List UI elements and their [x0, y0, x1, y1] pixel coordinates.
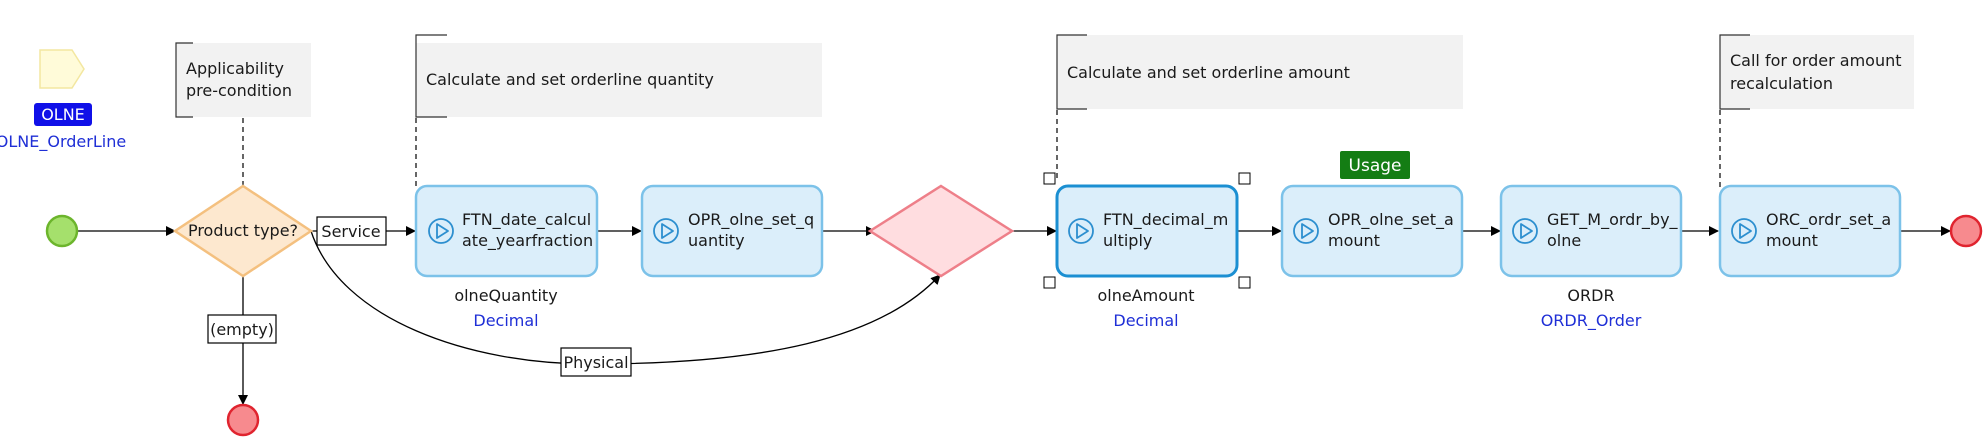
annotation-amount[interactable]: Calculate and set orderline amount	[1056, 34, 1463, 110]
activity-output-name: olneAmount	[1097, 286, 1194, 305]
parameter-badge	[34, 103, 92, 126]
annotation-quantity-line-1: Calculate and set orderline quantity	[426, 70, 714, 89]
play-icon	[1293, 218, 1319, 244]
parameter-olne[interactable]: OLNE OLNE_OrderLine	[0, 49, 126, 152]
annotation-precondition[interactable]: Applicability pre-condition	[175, 42, 311, 118]
activity-label-line-1: OPR_olne_set_a	[1328, 210, 1454, 230]
activity-output-name: olneQuantity	[454, 286, 557, 305]
activity-label-line-1: OPR_olne_set_q	[688, 210, 814, 230]
annotation-precondition-line-2: pre-condition	[186, 81, 292, 100]
parameter-badge-label: OLNE	[41, 105, 85, 124]
activity-label-line-2: mount	[1766, 231, 1818, 250]
flow-label-physical[interactable]: Physical	[560, 347, 632, 377]
usage-badge: Usage	[1340, 151, 1410, 179]
parameter-type-name: OLNE_OrderLine	[0, 132, 126, 152]
activity-label-line-1: FTN_date_calcul	[462, 210, 591, 230]
activity-label-line-1: FTN_decimal_m	[1103, 210, 1228, 230]
svg-text:OPR_olne_set_amount: OPR_olne_set_amount	[1328, 210, 1454, 250]
play-icon	[1512, 218, 1538, 244]
flow-label-empty-text: (empty)	[210, 320, 274, 339]
annotation-precondition-line-1: Applicability	[186, 59, 284, 78]
activity-output-type: Decimal	[473, 311, 538, 330]
activity-label-line-2: olne	[1547, 231, 1581, 250]
flow-label-service-text: Service	[321, 222, 380, 241]
play-icon	[428, 218, 454, 244]
usage-badge-label: Usage	[1349, 156, 1402, 176]
activity-output-type: Decimal	[1113, 311, 1178, 330]
activity-label-line-1: GET_M_ordr_by_	[1547, 210, 1679, 230]
activity-label-line-2: uantity	[688, 231, 745, 250]
activity-get-m-ordr-by-olne[interactable]: GET_M_ordr_by_olne ORDR ORDR_Order	[1499, 184, 1683, 331]
flow-label-physical-text: Physical	[563, 353, 628, 372]
play-icon	[1731, 218, 1757, 244]
activity-output-name: ORDR	[1567, 286, 1614, 305]
activity-label-line-2: ate_yearfraction	[462, 231, 593, 251]
end-event-main[interactable]	[1949, 214, 1983, 248]
svg-text:ORC_ordr_set_amount: ORC_ordr_set_amount	[1766, 210, 1891, 250]
activity-label-line-2: ultiply	[1103, 231, 1152, 250]
merge-gateway[interactable]	[867, 184, 1015, 278]
decision-label: Product type?	[188, 221, 298, 240]
activity-output-type: ORDR_Order	[1541, 311, 1642, 331]
decision-product-type[interactable]: Product type?	[172, 184, 314, 278]
selection-handles[interactable]	[1043, 172, 1251, 289]
annotation-recalc-line-2: recalculation	[1730, 74, 1833, 93]
annotation-recalc[interactable]: Call for order amount recalculation	[1719, 34, 1914, 110]
sequence-flows	[78, 226, 1951, 405]
annotation-recalc-line-1: Call for order amount	[1730, 51, 1902, 70]
end-event-empty[interactable]	[226, 403, 260, 437]
activity-label-line-2: mount	[1328, 231, 1380, 250]
svg-text:OPR_olne_set_quantity: OPR_olne_set_quantity	[688, 210, 814, 250]
annotation-connectors	[242, 110, 1721, 187]
annotation-quantity[interactable]: Calculate and set orderline quantity	[415, 34, 822, 118]
annotation-amount-line-1: Calculate and set orderline amount	[1067, 63, 1350, 82]
start-event[interactable]	[45, 214, 79, 248]
play-icon	[1068, 218, 1094, 244]
activity-label-line-1: ORC_ordr_set_a	[1766, 210, 1891, 230]
play-icon	[653, 218, 679, 244]
svg-text:GET_M_ordr_by_olne: GET_M_ordr_by_olne	[1547, 210, 1679, 250]
flow-label-empty[interactable]: (empty)	[207, 314, 277, 344]
flow-label-service[interactable]: Service	[316, 216, 387, 246]
parameter-icon	[39, 49, 85, 89]
